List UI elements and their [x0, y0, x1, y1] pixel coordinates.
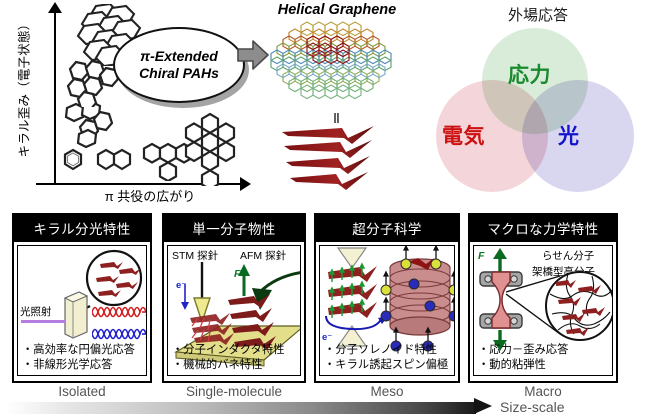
panel-3-solenoid-art [325, 246, 454, 352]
x-axis-arrowhead [240, 177, 251, 191]
scale-label-meso: Meso [370, 384, 404, 399]
panel-3-bullets: ・分子ソレノイド特性 ・キラル誘起スピン偏極 [324, 343, 448, 374]
molecule-naphthalene [95, 148, 133, 172]
pah-landscape-chart: キラル歪み（電子状態） π 共役の広がり [0, 0, 265, 204]
venn-label-light: 光 [558, 125, 580, 148]
x-axis-label: π 共役の広がり [104, 189, 196, 204]
panel-1-body: 光照射 ・高効率な円偏光応答 ・非線形光学応答 [17, 245, 147, 376]
panel-1-label-irradiation: 光照射 [20, 306, 52, 318]
size-scale-axis: Size-scale [6, 398, 660, 416]
panel-2-bullet-0: ・分子インダクタ特性 [172, 343, 285, 356]
venn-circle-light [522, 80, 634, 192]
equivalence-symbol: ‖ [333, 110, 341, 126]
panel-1-blue-wave [92, 328, 146, 340]
panel-2-label-force: F [234, 268, 241, 280]
panel-2-bullets: ・分子インダクタ特性 ・機械的バネ特性 [172, 343, 285, 374]
panel-4-title: マクロな力学特性 [470, 215, 616, 242]
panel-1-red-wave [92, 306, 146, 318]
panel-2-label-electron: e⁻ [176, 280, 187, 291]
panel-1-cuvette-icon [63, 291, 89, 339]
venn-label-stress: 応力 [508, 64, 551, 87]
panel-1-bullet-0: ・高効率な円偏光応答 [22, 343, 135, 356]
panel-1-bullets: ・高効率な円偏光応答 ・非線形光学応答 [22, 343, 135, 374]
ellipse-line2: Chiral PAHs [139, 65, 219, 81]
panel-2-label-stm: STM 探針 [172, 250, 219, 262]
size-scale-arrowhead [474, 398, 492, 414]
scale-label-single-molecule: Single-molecule [185, 384, 283, 399]
panel-2-body: STM 探針 AFM 探針 e⁻ F [167, 245, 301, 376]
helical-graphene-block: Helical Graphene [252, 2, 422, 197]
panel-supramolecular[interactable]: 超分子科学 [314, 213, 460, 383]
x-axis-line [36, 183, 246, 185]
panel-4-bullet-1: ・動的粘弾性 [478, 358, 546, 371]
panel-3-title: 超分子科学 [316, 215, 458, 242]
panel-2-title: 単一分子物性 [164, 215, 304, 242]
scale-label-isolated: Isolated [58, 384, 106, 399]
right-arrow-icon [236, 38, 270, 72]
y-axis-label: キラル歪み（電子状態） [17, 17, 32, 158]
panel-1-magnifier-art [78, 249, 143, 313]
panel-2-label-afm: AFM 探針 [240, 250, 287, 262]
panel-3-label-electron: e⁻ [322, 332, 333, 343]
molecule-helical-stack [66, 4, 146, 66]
panel-2-bullet-1: ・機械的バネ特性 [172, 358, 263, 371]
panel-1-title: キラル分光特性 [14, 215, 150, 242]
ellipse-line1: π-Extended [140, 47, 218, 64]
venn-label-electric: 電気 [442, 125, 485, 148]
helical-graphene-title: Helical Graphene [277, 2, 397, 18]
panel-macro-mechanics[interactable]: マクロな力学特性 F らせん分子 架橋型高分子 [468, 213, 618, 383]
graphene-sheet-art [261, 20, 413, 117]
panel-3-body: e⁻ ・分子ソレノイド特性 ・キラル誘起スピン偏極 [319, 245, 455, 376]
molecule-helicene-small [62, 100, 126, 148]
size-scale-label: Size-scale [500, 399, 565, 415]
panel-4-label-force: F [478, 250, 485, 262]
panel-4-bullet-0: ・応力－歪み応答 [478, 343, 569, 356]
panel-single-molecule[interactable]: 単一分子物性 STM 探針 AFM 探針 e⁻ F [162, 213, 306, 383]
panel-3-bullet-1: ・キラル誘起スピン偏極 [324, 358, 449, 371]
panel-4-label-helical-molecule: らせん分子 [542, 250, 595, 262]
scale-label-macro: Macro [524, 384, 562, 399]
venn-title: 外場応答 [507, 7, 568, 24]
panel-4-bullets: ・応力－歪み応答 ・動的粘弾性 [478, 343, 568, 374]
panel-4-tensile-test-art [479, 248, 612, 351]
size-scale-gradient-bar [6, 402, 476, 414]
panel-chiral-spectroscopy[interactable]: キラル分光特性 光照射 [12, 213, 152, 383]
panel-3-bullet-0: ・分子ソレノイド特性 [324, 343, 437, 356]
panel-1-bullet-1: ・非線形光学応答 [22, 358, 113, 371]
panel-4-body: F らせん分子 架橋型高分子 [473, 245, 613, 376]
molecule-benzene [62, 148, 84, 172]
venn-diagram: 外場応答 応力 電気 光 [418, 2, 658, 198]
molecule-coronene [172, 112, 248, 186]
pah-ellipse-callout: π-Extended Chiral PAHs [113, 27, 245, 103]
helix-side-view-art [278, 124, 398, 199]
y-axis-line [54, 10, 56, 185]
y-axis-arrowhead [48, 2, 62, 13]
panel-1-light-beam [21, 320, 66, 323]
panel-2-stm-afm-art [174, 262, 300, 367]
